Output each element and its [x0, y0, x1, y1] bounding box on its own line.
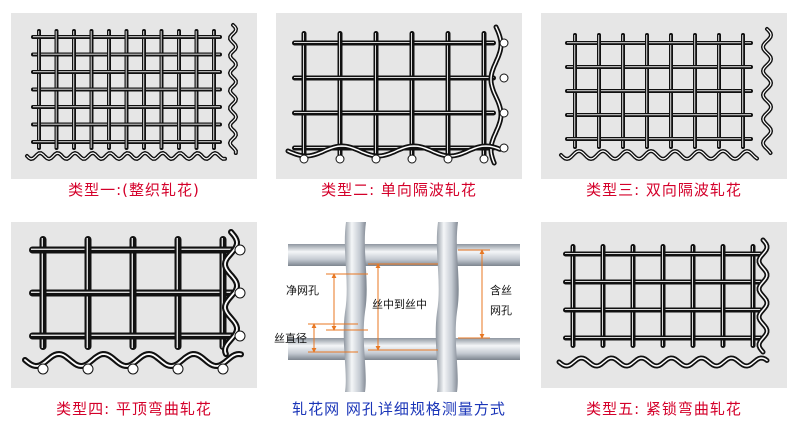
mesh-grid: [292, 31, 496, 160]
label-gross-opening-2: 网孔: [490, 304, 512, 317]
measurement-illustration: [288, 222, 520, 392]
caption-type-1: 类型一:(整织轧花): [68, 181, 200, 199]
mesh-grid: [29, 236, 237, 350]
vertical-wire-left: [343, 222, 367, 392]
caption-type-4: 类型四: 平顶弯曲轧花: [56, 400, 212, 418]
vertical-wire-right: [435, 222, 459, 392]
horizontal-wire-top: [288, 244, 520, 266]
mesh-panel-type-3: [541, 13, 787, 179]
mesh-panel-type-2: [276, 13, 522, 179]
mesh-panel-type-1: [11, 13, 257, 179]
wire-profile: [559, 27, 774, 162]
wire-profile: [285, 24, 504, 166]
mesh-illustration-type-2: [285, 24, 509, 166]
caption-type-3: 类型三: 双向隔波轧花: [586, 181, 742, 199]
label-gross-opening-1: 含丝: [490, 284, 512, 297]
caption-measurement: 轧花网 网孔详细规格测量方式: [292, 400, 506, 418]
caption-type-5: 类型五: 紧锁弯曲轧花: [586, 400, 742, 418]
caption-type-2: 类型二: 单向隔波轧花: [321, 181, 477, 199]
mesh-grid: [563, 244, 763, 348]
mesh-illustration-type-3: [559, 27, 774, 162]
measurement-panel: 净网孔 丝中到丝中 含丝 网孔 丝直径: [268, 222, 530, 392]
label-net-opening: 净网孔: [286, 284, 319, 297]
mesh-grid: [31, 29, 222, 150]
wire-profile: [25, 23, 239, 162]
label-center-to-center: 丝中到丝中: [372, 298, 427, 311]
mesh-panel-type-5: [541, 222, 787, 388]
mesh-panel-type-4: [11, 222, 257, 388]
mesh-illustration-type-5: [556, 237, 770, 369]
mesh-illustration-type-1: [25, 23, 239, 162]
mesh-illustration-type-4: [22, 229, 246, 375]
label-wire-diameter: 丝直径: [274, 332, 307, 345]
wire-profile: [556, 237, 770, 369]
horizontal-wire-bottom: [288, 338, 520, 360]
mesh-grid: [565, 33, 753, 149]
